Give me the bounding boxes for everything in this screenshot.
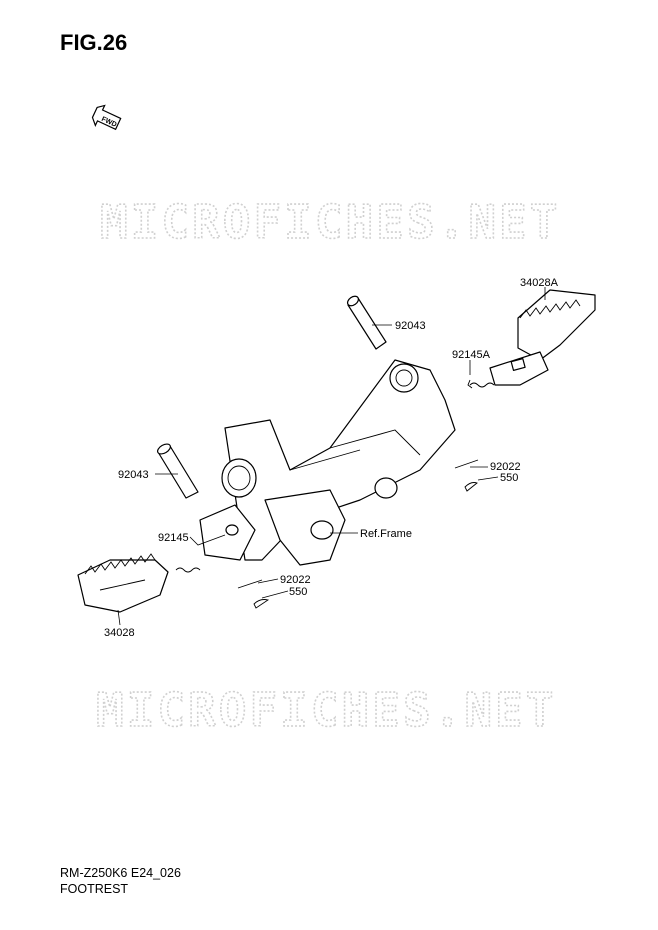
callout-pin-right: 92043 <box>395 320 426 332</box>
callout-spring-left: 92145 <box>158 532 189 544</box>
figure-title: FIG.26 <box>60 30 128 55</box>
leader-lines <box>117 287 546 626</box>
frame-body <box>221 359 456 566</box>
washer-right <box>454 459 479 469</box>
footer-model-code: RM-Z250K6 E24_026 <box>60 866 181 880</box>
callout-ref-frame: Ref.Frame <box>360 528 412 540</box>
footer-section: FOOTREST <box>60 882 129 896</box>
callout-washer-right: 92022 <box>490 461 521 473</box>
spring-left <box>175 567 201 573</box>
footrest-left <box>77 553 169 613</box>
callout-cotter-right: 550 <box>500 472 518 484</box>
watermark-top: MICROFICHES.NET <box>100 195 560 249</box>
washer-left <box>237 579 263 589</box>
callout-pin-left: 92043 <box>118 469 149 481</box>
pin-left <box>157 443 199 499</box>
footrest-right <box>489 289 596 386</box>
callout-footrest-right: 34028A <box>520 277 559 289</box>
cotter-pin-left <box>253 599 270 609</box>
spring-right <box>467 379 495 389</box>
callout-footrest-left: 34028 <box>104 627 135 639</box>
callout-washer-left: 92022 <box>280 574 311 586</box>
cotter-pin-right <box>464 482 478 492</box>
callout-cotter-left: 550 <box>289 586 307 598</box>
pin-right <box>346 295 387 350</box>
callout-spring-right: 92145A <box>452 349 491 361</box>
forward-arrow-icon: FWD <box>91 104 122 131</box>
watermark-bottom: MICROFICHES.NET <box>96 683 556 737</box>
bracket-left <box>199 504 256 561</box>
